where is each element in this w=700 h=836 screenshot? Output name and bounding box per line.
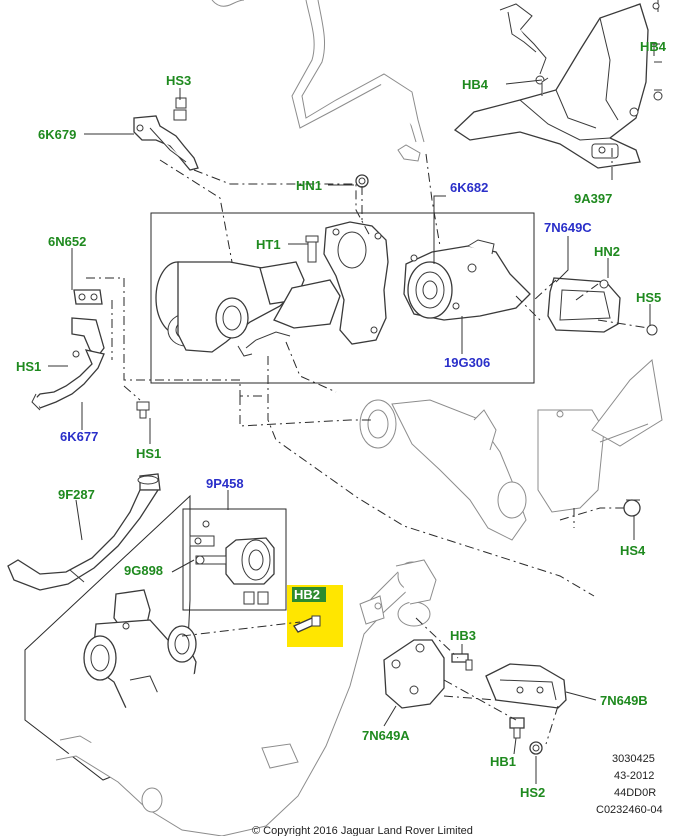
- bolt-hs1-mid: [136, 401, 150, 419]
- compressor-19g306: [403, 239, 531, 321]
- reference-block: 3030425 43-2012 44DD0R C0232460-04: [596, 753, 663, 816]
- label-9p458: 9P458: [206, 476, 244, 491]
- label-ht1: HT1: [256, 237, 281, 252]
- label-hb3: HB3: [450, 628, 476, 643]
- label-19g306: 19G306: [444, 355, 490, 370]
- label-6n652: 6N652: [48, 234, 86, 249]
- bolt-hb1: [509, 717, 525, 739]
- label-hn1: HN1: [296, 178, 322, 193]
- part-labels: HS3 6K679 HN1 6K682 HB4 HB4 9A397 6N652 …: [16, 39, 667, 800]
- label-7n649b: 7N649B: [600, 693, 648, 708]
- label-hb4-right: HB4: [640, 39, 667, 54]
- bracket-7n649a: [383, 639, 445, 709]
- bolt-hb3: [451, 653, 473, 671]
- connection-lines: [86, 148, 649, 745]
- turbo-group-box: [150, 212, 535, 384]
- label-hs1-left: HS1: [16, 359, 41, 374]
- actuator-9p458: [189, 520, 275, 605]
- label-hb2: HB2: [294, 587, 320, 602]
- top-clamp-ghost: [211, 0, 245, 7]
- copyright: © Copyright 2016 Jaguar Land Rover Limit…: [252, 825, 473, 836]
- label-hs4: HS4: [620, 543, 646, 558]
- oil-feed-pipe-6k679: [133, 99, 199, 171]
- label-hs3: HS3: [166, 73, 191, 88]
- oil-return-pipe-6k677: [31, 289, 105, 411]
- stud-ht1: [305, 235, 319, 263]
- label-hs5: HS5: [636, 290, 661, 305]
- ref-line-3: 44DD0R: [614, 787, 656, 799]
- label-7n649a: 7N649A: [362, 728, 410, 743]
- bolt-hb2: [293, 615, 321, 633]
- heat-shield-9a397: [453, 0, 663, 169]
- label-hb4-mid: HB4: [462, 77, 489, 92]
- turbo-outlet-pipe: [359, 359, 663, 541]
- label-9a397: 9A397: [574, 191, 612, 206]
- nut-hn1: [355, 174, 369, 188]
- bolt-hs4: [623, 499, 641, 517]
- leader-lines: [48, 44, 655, 784]
- bracket-7n649b: [485, 663, 567, 709]
- label-hb1: HB1: [490, 754, 516, 769]
- ref-line-4: C0232460-04: [596, 804, 663, 816]
- label-6k682: 6K682: [450, 180, 488, 195]
- label-7n649c: 7N649C: [544, 220, 592, 235]
- ref-line-2: 43-2012: [614, 770, 654, 782]
- label-9g898: 9G898: [124, 563, 163, 578]
- label-6k679: 6K679: [38, 127, 76, 142]
- label-hn2: HN2: [594, 244, 620, 259]
- hose-9f287: [7, 473, 161, 591]
- gasket-7n649c: [547, 277, 658, 336]
- hb2-label-bg: [292, 587, 326, 602]
- upper-pipe-ghost: [291, 0, 425, 162]
- bolt-hs3: [175, 97, 187, 109]
- label-hs1-mid: HS1: [136, 446, 161, 461]
- label-6k677: 6K677: [60, 429, 98, 444]
- actuator-group-box: [182, 508, 287, 611]
- bolt-hs2: [529, 741, 543, 755]
- ref-line-1: 3030425: [612, 753, 655, 765]
- label-hs2: HS2: [520, 785, 545, 800]
- label-9f287: 9F287: [58, 487, 95, 502]
- turbocharger-6k682: [155, 221, 389, 357]
